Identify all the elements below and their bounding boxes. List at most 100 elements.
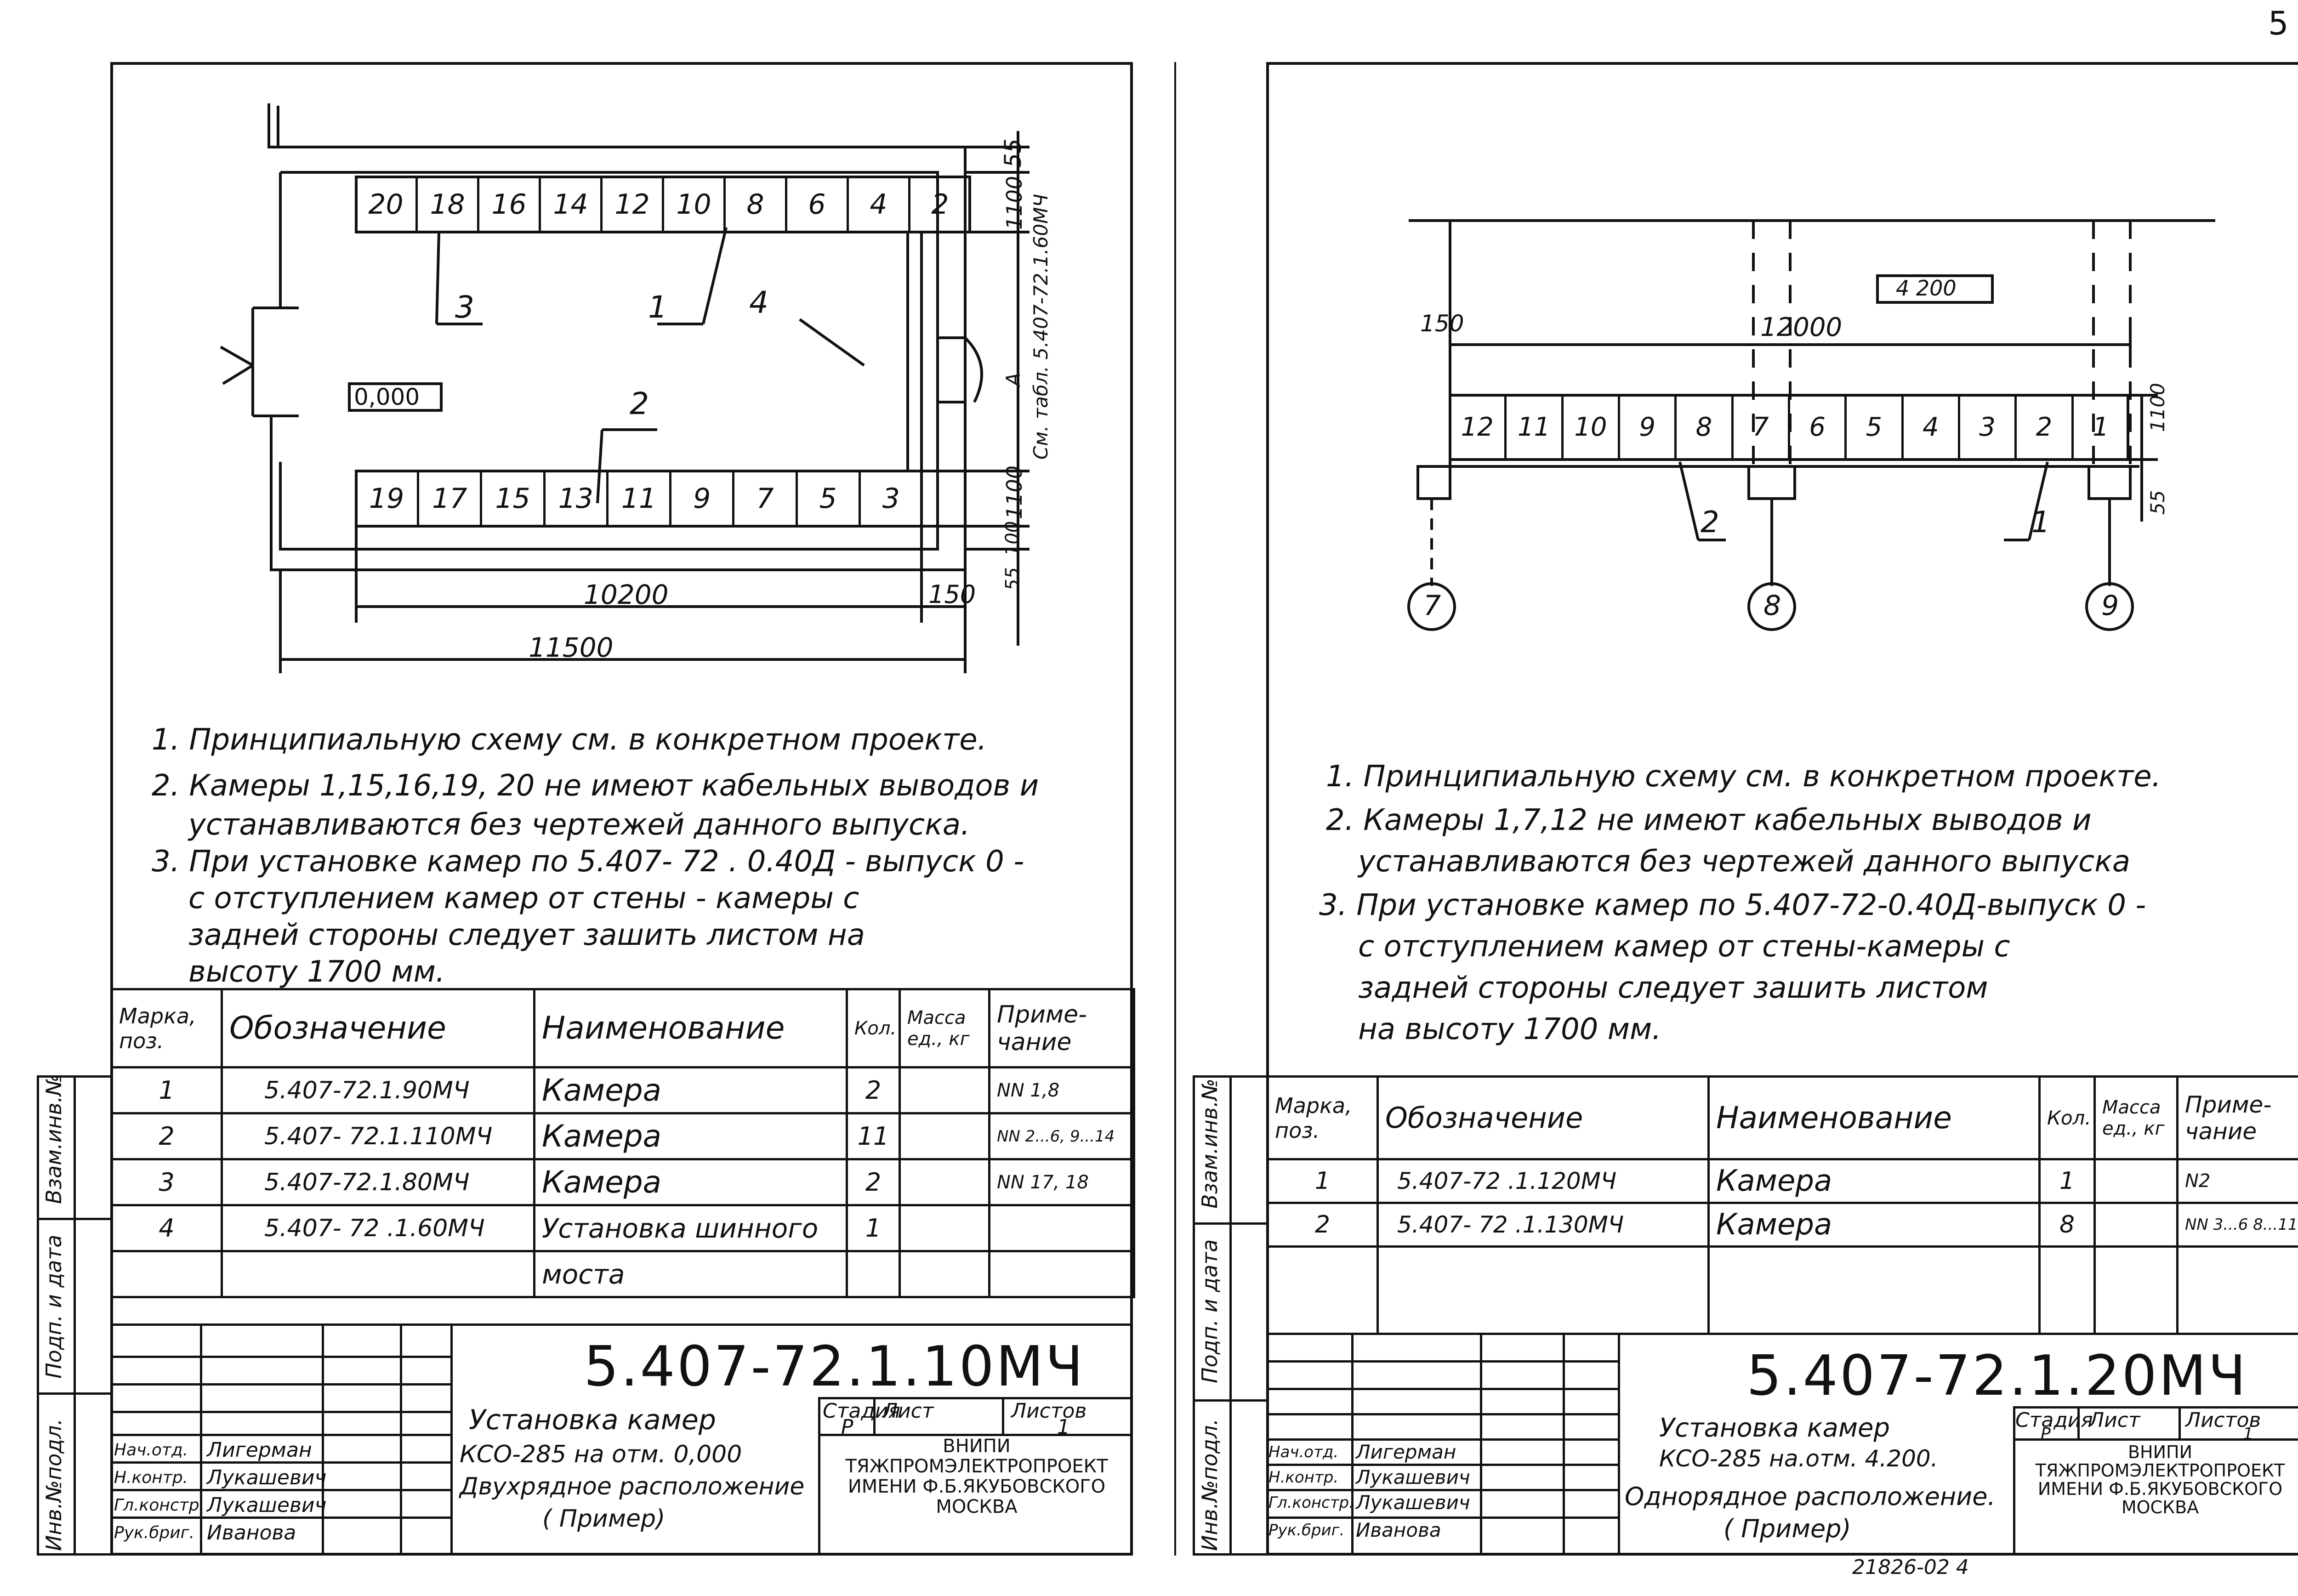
right-title-line-4: ( Пример) <box>1724 1514 1851 1543</box>
cell: 10 <box>664 177 726 232</box>
left-sheet <box>110 62 1133 1556</box>
org-line: ВНИПИ <box>2127 1442 2193 1462</box>
left-dim-right: 150 <box>928 580 976 609</box>
cell: 12 <box>603 177 664 232</box>
cell: 8 <box>1677 395 1734 460</box>
footer-code: 21826-02 4 <box>1852 1556 1969 1579</box>
right-axis-8: 8 <box>1763 590 1781 622</box>
left-cell: Камера <box>533 1066 848 1114</box>
left-cell: NN 1,8 <box>988 1066 1135 1114</box>
org-line: ТЯЖПРОМЭЛЕКТРОПРОЕКТ <box>2035 1460 2285 1481</box>
left-note-3: 3. При установке камер по 5.407- 72 . 0.… <box>152 845 1024 879</box>
left-dim-v-bottom: 55 <box>1002 567 1023 591</box>
right-th-mass: Масса ед., кг <box>2093 1075 2179 1160</box>
left-cell: NN 2...6, 9...14 <box>988 1112 1135 1160</box>
right-cell: NN 3...6 8...11 <box>2176 1202 2298 1248</box>
right-cell: 5.407-72 .1.120МЧ <box>1377 1158 1710 1204</box>
right-sheets-label: Листов <box>2185 1409 2261 1432</box>
cell: 12 <box>1450 395 1507 460</box>
left-bottom-cell-row: 19 17 15 13 11 9 7 5 3 <box>356 471 921 526</box>
left-leader-2: 2 <box>630 386 649 421</box>
right-title-line-2: КСО-285 на.отм. 4.200. <box>1659 1445 1938 1472</box>
left-cell: 5.407-72.1.80МЧ <box>221 1158 535 1206</box>
cell: 15 <box>482 471 546 526</box>
left-dim-inner: 10200 <box>584 579 669 610</box>
left-dim-outer: 11500 <box>529 632 614 663</box>
left-cell <box>988 1250 1135 1298</box>
right-staff-role: Рук.бриг. <box>1268 1521 1345 1539</box>
left-cell: 2 <box>846 1066 901 1114</box>
right-strip-label-3: Инв.№подл. <box>1197 1418 1222 1551</box>
left-cell: 4 <box>110 1204 223 1252</box>
left-sheets-label: Листов <box>1011 1399 1087 1423</box>
org-line: ИМЕНИ Ф.Б.ЯКУБОВСКОГО <box>2037 1479 2283 1499</box>
left-spec-table: Марка, поз. Обозначение Наименование Кол… <box>110 988 1135 1298</box>
right-th-name: Наименование <box>1707 1075 2041 1160</box>
left-note-3d: высоту 1700 мм. <box>188 955 445 989</box>
left-note-2b: устанавливаются без чертежей данного вып… <box>188 808 970 842</box>
left-cell <box>899 1158 990 1206</box>
left-leader-3: 3 <box>455 290 474 325</box>
right-note-1: 1. Принципиальную схему см. в конкретном… <box>1326 760 2161 794</box>
left-dim-v-1100b: 1100 <box>1002 465 1027 519</box>
left-strip-label-1: Взам.инв.№ <box>41 1073 66 1204</box>
right-dim-left: 150 <box>1420 310 1464 337</box>
right-plan-drawing <box>1407 219 2215 631</box>
right-strip-label-2: Подп. и дата <box>1197 1239 1222 1383</box>
left-staff-name: Иванова <box>207 1521 296 1545</box>
cell: 7 <box>734 471 798 526</box>
org-line: МОСКВА <box>936 1496 1018 1517</box>
right-th-designation: Обозначение <box>1377 1075 1710 1160</box>
left-doc-code: 5.407-72.1.10МЧ <box>584 1335 1085 1399</box>
right-level-mark: 4 200 <box>1896 276 1957 301</box>
right-note-2b: устанавливаются без чертежей данного вып… <box>1358 845 2131 879</box>
left-sheet-label: Лист <box>882 1399 934 1423</box>
right-leader-1: 1 <box>2031 505 2050 540</box>
right-sheets-value: 1 <box>2243 1425 2253 1443</box>
right-axis-7: 7 <box>1423 590 1441 622</box>
right-dim-v-1100: 1100 <box>2146 383 2169 432</box>
cell: 10 <box>1564 395 1620 460</box>
left-th-designation: Обозначение <box>221 988 535 1068</box>
left-cell <box>899 1066 990 1114</box>
cell: 3 <box>1960 395 2017 460</box>
left-side-text: См. табл. 5.407-72.1.60МЧ <box>1030 193 1052 460</box>
left-cell: 5.407-72.1.90МЧ <box>221 1066 535 1114</box>
org-line: ИМЕНИ Ф.Б.ЯКУБОВСКОГО <box>848 1476 1106 1497</box>
left-dim-v-1100: 1100 <box>1002 176 1027 230</box>
cell: 19 <box>356 471 420 526</box>
org-line: ТЯЖПРОМЭЛЕКТРОПРОЕКТ <box>845 1456 1108 1477</box>
left-org-block: ВНИПИ ТЯЖПРОМЭЛЕКТРОПРОЕКТ ИМЕНИ Ф.Б.ЯКУ… <box>823 1436 1131 1517</box>
left-cell: 1 <box>846 1204 901 1252</box>
cell: 6 <box>1790 395 1847 460</box>
right-note-3d: на высоту 1700 мм. <box>1358 1012 1661 1046</box>
left-sheets-value: 1 <box>1057 1415 1070 1439</box>
cell: 18 <box>418 177 479 232</box>
cell: 3 <box>882 483 900 515</box>
left-title-line-1: Установка камер <box>469 1404 716 1436</box>
left-staff-role: Нач.отд. <box>114 1441 188 1460</box>
left-cell: 5.407- 72 .1.60МЧ <box>221 1204 535 1252</box>
left-staff-role: Рук.бриг. <box>114 1523 195 1542</box>
right-sheet <box>1266 62 2298 1556</box>
right-sheet-label: Лист <box>2089 1409 2140 1432</box>
right-staff-name: Иванова <box>1356 1519 1441 1541</box>
right-dim-v-55: 55 <box>2146 490 2169 515</box>
left-note-1: 1. Принципиальную схему см. в конкретном… <box>152 723 987 757</box>
left-leader-1: 1 <box>648 290 667 325</box>
left-note-2: 2. Камеры 1,15,16,19, 20 не имеют кабель… <box>152 769 1039 803</box>
cell: 7 <box>1734 395 1790 460</box>
right-staff-name: Лукашевич <box>1356 1491 1470 1514</box>
right-cell <box>1377 1245 1710 1335</box>
right-cell <box>2176 1245 2298 1335</box>
right-note-2: 2. Камеры 1,7,12 не имеют кабельных выво… <box>1326 803 2092 837</box>
cell: 8 <box>726 177 787 232</box>
right-axis-9: 9 <box>2101 590 2119 622</box>
cell: 2 <box>931 188 949 221</box>
left-strip-label-3: Инв.№подл. <box>41 1418 66 1551</box>
left-staff-role: Гл.констр. <box>114 1496 205 1515</box>
cell: 13 <box>546 471 609 526</box>
right-note-3c: задней стороны следует зашить листом <box>1358 971 1988 1005</box>
left-plan-drawing <box>220 103 1030 673</box>
org-line: ВНИПИ <box>943 1436 1011 1457</box>
